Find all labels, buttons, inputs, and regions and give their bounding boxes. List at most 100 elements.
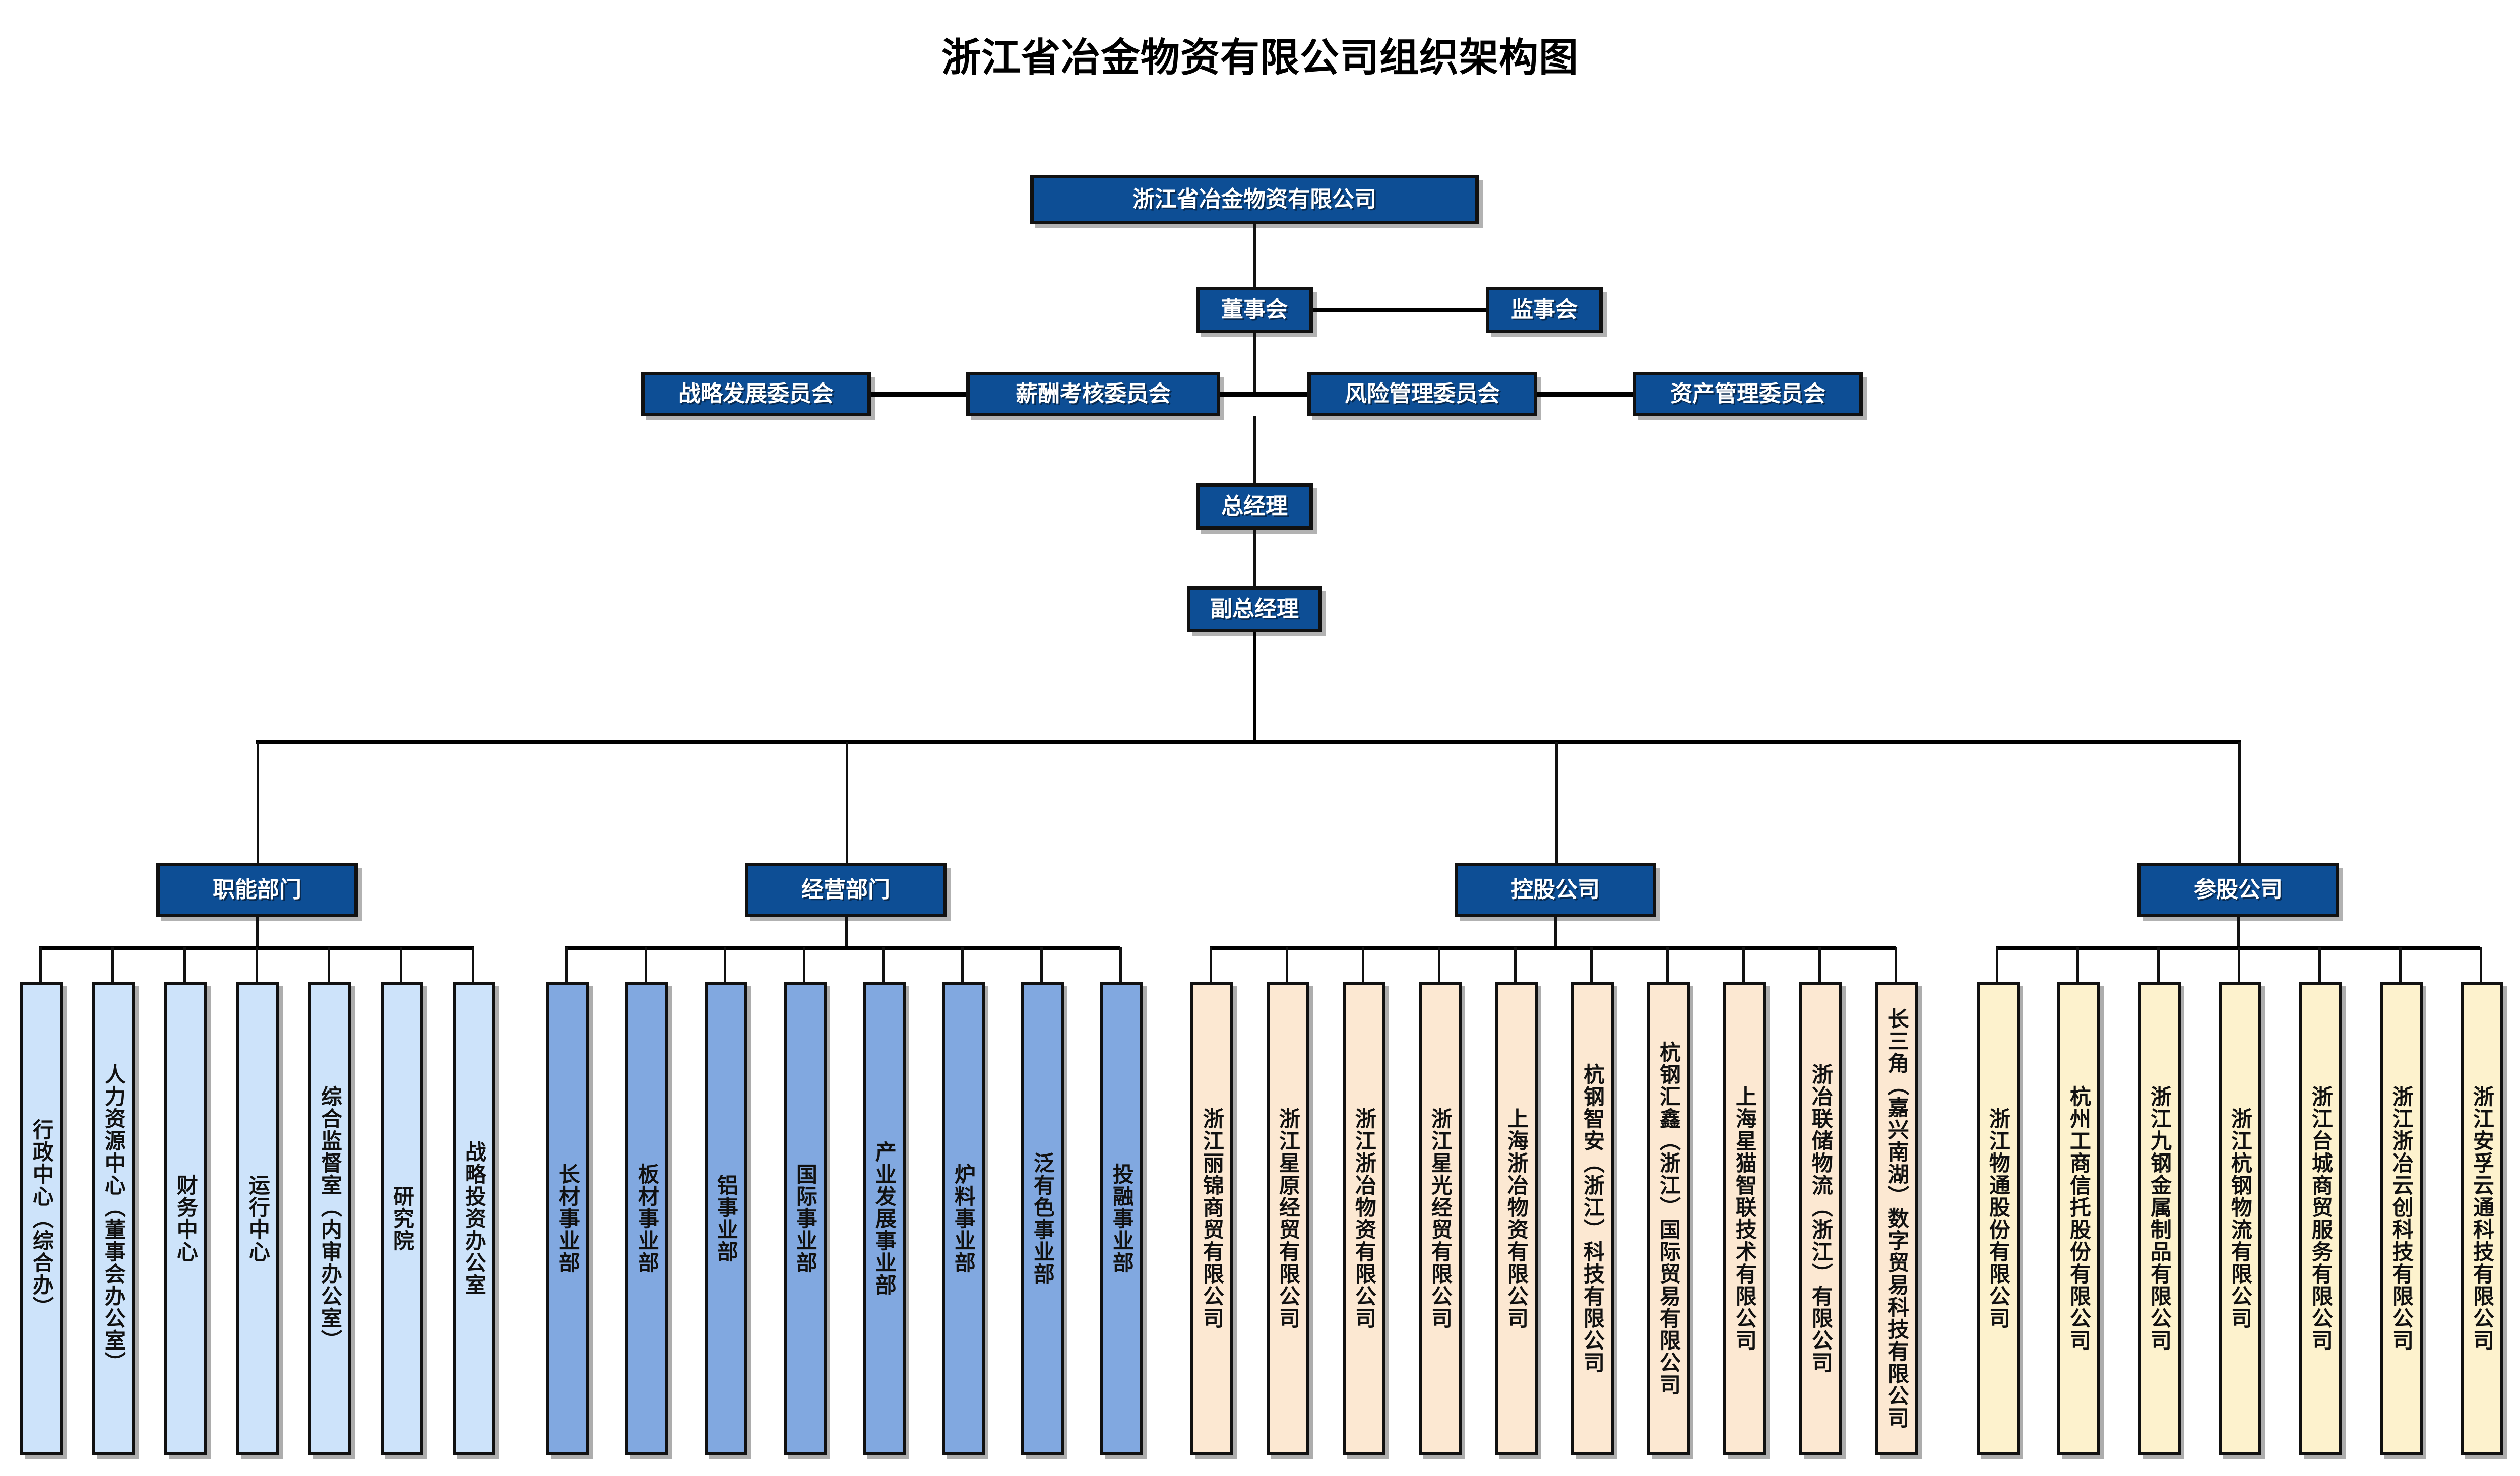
leaf-part-4[interactable]: 浙江台城商贸服务有限公司 — [2299, 982, 2342, 1455]
leaf-part-6[interactable]: 浙江安孚云通科技有限公司 — [2461, 982, 2503, 1455]
leaf-func-2[interactable]: 财务中心 — [164, 982, 207, 1455]
leaf-func-1[interactable]: 人力资源中心（董事会办公室） — [92, 982, 135, 1455]
leaf-func-5[interactable]: 研究院 — [381, 982, 423, 1455]
leaf-biz-1[interactable]: 板材事业部 — [625, 982, 668, 1455]
node-committee-strategy[interactable]: 战略发展委员会 — [641, 372, 871, 416]
leaf-func-3[interactable]: 运行中心 — [236, 982, 279, 1455]
leaf-part-2[interactable]: 浙江九钢金属制品有限公司 — [2138, 982, 2181, 1455]
leaf-func-6[interactable]: 战略投资办公室 — [453, 982, 495, 1455]
leaf-biz-2[interactable]: 铝事业部 — [705, 982, 747, 1455]
group-header-business-label: 经营部门 — [801, 877, 890, 902]
node-deputy-general-manager[interactable]: 副总经理 — [1187, 586, 1322, 632]
leaf-drop-biz-1 — [645, 947, 647, 983]
node-committee-compensation[interactable]: 薪酬考核委员会 — [966, 372, 1220, 416]
node-committee-asset[interactable]: 资产管理委员会 — [1633, 372, 1863, 416]
leaf-drop-func-6 — [472, 947, 474, 983]
node-general-manager[interactable]: 总经理 — [1196, 483, 1313, 530]
leaf-hold-7-label: 上海星猫智联技术有限公司 — [1733, 1085, 1757, 1352]
group-header-functional-label: 职能部门 — [213, 877, 301, 902]
node-company-label: 浙江省冶金物资有限公司 — [1132, 186, 1376, 212]
leaf-part-0[interactable]: 浙江物通股份有限公司 — [1977, 982, 2020, 1455]
leaf-func-1-label: 人力资源中心（董事会办公室） — [102, 1063, 126, 1374]
leaf-drop-part-2 — [2157, 947, 2160, 983]
leaf-drop-func-4 — [328, 947, 330, 983]
leaf-drop-hold-9 — [1895, 947, 1897, 983]
leaf-hold-6-label: 杭钢汇鑫（浙江）国际贸易有限公司 — [1657, 1041, 1681, 1396]
leaf-part-1[interactable]: 杭州工商信托股份有限公司 — [2057, 982, 2100, 1455]
leaf-drop-biz-7 — [1119, 947, 1122, 983]
leaf-func-0-label: 行政中心（综合办） — [30, 1119, 54, 1318]
group-header-participation[interactable]: 参股公司 — [2137, 863, 2339, 917]
node-company[interactable]: 浙江省冶金物资有限公司 — [1030, 175, 1479, 224]
node-supervisors-label: 监事会 — [1511, 297, 1578, 322]
leaf-biz-4[interactable]: 产业发展事业部 — [863, 982, 906, 1455]
leaf-func-0[interactable]: 行政中心（综合办） — [20, 982, 63, 1455]
node-committee-asset-label: 资产管理委员会 — [1670, 381, 1825, 406]
connector-bus-to-holding — [1555, 742, 1558, 863]
node-committee-risk-label: 风险管理委员会 — [1345, 381, 1500, 406]
group-header-holding-label: 控股公司 — [1511, 877, 1600, 902]
leaf-drop-biz-5 — [961, 947, 964, 983]
leaf-hold-5-label: 杭钢智安（浙江）科技有限公司 — [1581, 1063, 1605, 1374]
leaf-hold-3[interactable]: 浙江星光经贸有限公司 — [1419, 982, 1462, 1455]
leaf-biz-3-label: 国际事业部 — [793, 1163, 817, 1274]
leaf-hold-4[interactable]: 上海浙冶物资有限公司 — [1495, 982, 1538, 1455]
leaf-biz-5[interactable]: 炉料事业部 — [942, 982, 985, 1455]
leaf-hold-6[interactable]: 杭钢汇鑫（浙江）国际贸易有限公司 — [1647, 982, 1690, 1455]
leaf-biz-7-label: 投融事业部 — [1110, 1163, 1134, 1274]
leaf-drop-hold-4 — [1514, 947, 1517, 983]
node-deputy-general-manager-label: 副总经理 — [1210, 596, 1299, 621]
leaf-hold-8[interactable]: 浙冶联储物流（浙江）有限公司 — [1799, 982, 1842, 1455]
leaf-drop-hold-6 — [1666, 947, 1669, 983]
leaf-drop-part-0 — [1996, 947, 1998, 983]
group-header-functional[interactable]: 职能部门 — [156, 863, 358, 917]
subbus-business — [565, 946, 1120, 950]
subbus-holding — [1210, 946, 1896, 950]
node-supervisors[interactable]: 监事会 — [1486, 287, 1603, 333]
group-header-business[interactable]: 经营部门 — [745, 863, 947, 917]
leaf-biz-4-label: 产业发展事业部 — [872, 1141, 897, 1296]
leaf-hold-2-label: 浙江浙冶物资有限公司 — [1352, 1108, 1376, 1329]
leaf-hold-5[interactable]: 杭钢智安（浙江）科技有限公司 — [1571, 982, 1614, 1455]
leaf-drop-biz-2 — [724, 947, 726, 983]
group-header-holding[interactable]: 控股公司 — [1455, 863, 1656, 917]
leaf-hold-9[interactable]: 长三角（嘉兴南湖）数字贸易科技有限公司 — [1875, 982, 1918, 1455]
node-general-manager-label: 总经理 — [1221, 493, 1288, 519]
leaf-func-2-label: 财务中心 — [174, 1174, 198, 1263]
leaf-drop-func-2 — [183, 947, 186, 983]
leaf-part-3[interactable]: 浙江杭钢物流有限公司 — [2219, 982, 2261, 1455]
leaf-drop-func-3 — [256, 947, 258, 983]
node-committee-risk[interactable]: 风险管理委员会 — [1307, 372, 1537, 416]
leaf-drop-hold-5 — [1590, 947, 1593, 983]
connector-board-to-supervisors — [1313, 308, 1486, 312]
leaf-hold-1-label: 浙江星原经贸有限公司 — [1276, 1108, 1300, 1329]
leaf-drop-part-6 — [2480, 947, 2482, 983]
leaf-func-6-label: 战略投资办公室 — [462, 1141, 486, 1296]
leaf-hold-2[interactable]: 浙江浙冶物资有限公司 — [1343, 982, 1385, 1455]
leaf-biz-5-label: 炉料事业部 — [952, 1163, 976, 1274]
leaf-drop-hold-1 — [1286, 947, 1288, 983]
leaf-drop-hold-7 — [1742, 947, 1745, 983]
node-board[interactable]: 董事会 — [1196, 287, 1313, 333]
leaf-biz-6[interactable]: 泛有色事业部 — [1021, 982, 1064, 1455]
connector-gm-to-deputy — [1253, 530, 1256, 586]
leaf-drop-func-1 — [111, 947, 114, 983]
leaf-part-1-label: 杭州工商信托股份有限公司 — [2067, 1085, 2091, 1352]
group-header-participation-label: 参股公司 — [2194, 877, 2283, 902]
leaf-hold-1[interactable]: 浙江星原经贸有限公司 — [1267, 982, 1309, 1455]
leaf-biz-3[interactable]: 国际事业部 — [784, 982, 827, 1455]
leaf-hold-8-label: 浙冶联储物流（浙江）有限公司 — [1809, 1063, 1833, 1374]
leaf-hold-7[interactable]: 上海星猫智联技术有限公司 — [1723, 982, 1766, 1455]
leaf-drop-part-4 — [2318, 947, 2321, 983]
leaf-func-4[interactable]: 综合监督室（内审办公室） — [308, 982, 351, 1455]
leaf-biz-0[interactable]: 长材事业部 — [546, 982, 589, 1455]
leaf-biz-7[interactable]: 投融事业部 — [1100, 982, 1143, 1455]
connector-main-bus — [256, 740, 2241, 744]
leaf-hold-3-label: 浙江星光经贸有限公司 — [1428, 1108, 1453, 1329]
leaf-drop-biz-3 — [803, 947, 805, 983]
leaf-hold-0[interactable]: 浙江丽锦商贸有限公司 — [1190, 982, 1233, 1455]
leaf-drop-hold-8 — [1818, 947, 1821, 983]
leaf-part-5[interactable]: 浙江浙冶云创科技有限公司 — [2380, 982, 2423, 1455]
leaf-drop-biz-0 — [565, 947, 568, 983]
